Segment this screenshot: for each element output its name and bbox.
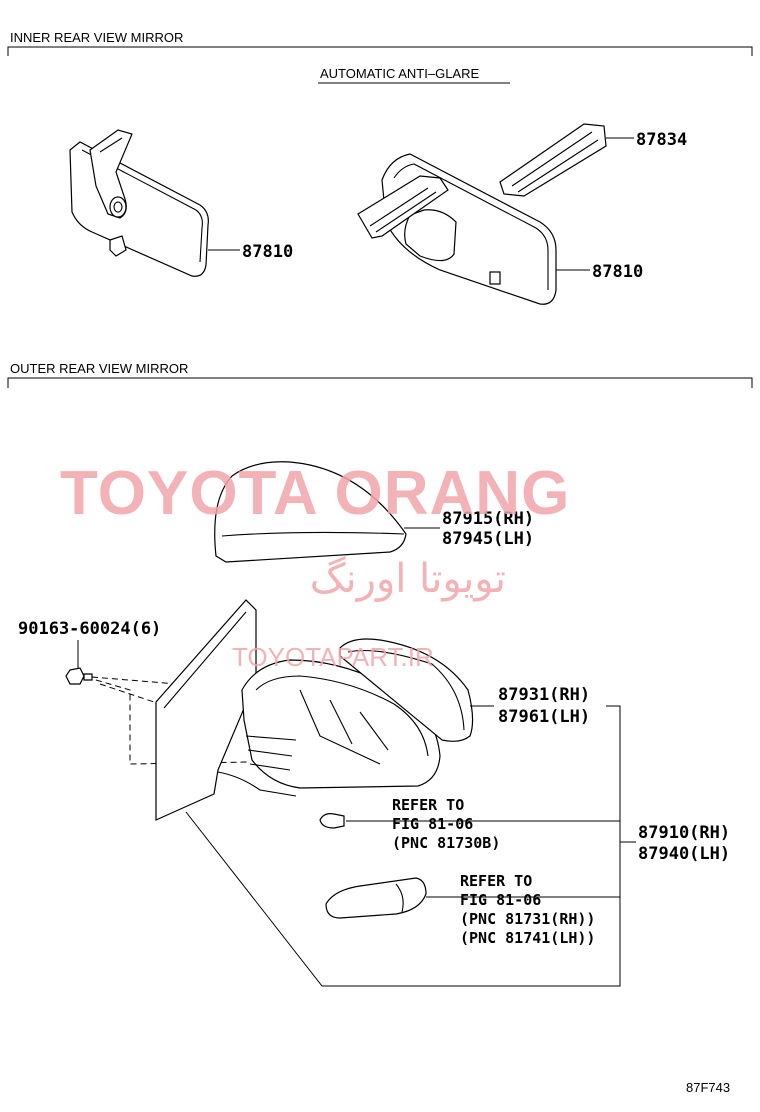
glass-inner-edge bbox=[347, 650, 465, 731]
ref1-line3: (PNC 81730B) bbox=[392, 834, 500, 852]
auto-mirror-mount bbox=[404, 209, 457, 262]
base-plate-edge bbox=[163, 611, 247, 709]
outer-section-title: OUTER REAR VIEW MIRROR bbox=[10, 361, 188, 376]
cap-crease bbox=[221, 531, 405, 537]
bulb-body bbox=[319, 813, 345, 829]
housing-motor-lines bbox=[245, 735, 297, 771]
stay-pivot-inner bbox=[113, 201, 123, 213]
screw-path-2 bbox=[95, 679, 251, 765]
watermark-persian: تویوتا اورنگ bbox=[310, 556, 506, 602]
figure-code: 87F743 bbox=[686, 1080, 730, 1095]
screw bbox=[65, 667, 93, 685]
assembly-bracket bbox=[185, 705, 621, 987]
base-plate bbox=[155, 599, 257, 821]
lamp-edge bbox=[395, 883, 404, 913]
inner-section-title: INNER REAR VIEW MIRROR bbox=[10, 30, 183, 45]
outer-mirror-glass bbox=[339, 638, 474, 742]
ref2-line4: (PNC 81741(LH)) bbox=[460, 929, 595, 947]
callout-90163: 90163-60024(6) bbox=[18, 619, 161, 639]
callout-87810-b: 87810 bbox=[592, 262, 643, 282]
ref1-line1: REFER TO bbox=[392, 796, 464, 814]
auto-mirror-sensor bbox=[489, 271, 501, 285]
callout-87961: 87961(LH) bbox=[498, 707, 590, 727]
callout-87810-a: 87810 bbox=[242, 242, 293, 262]
mirror-body bbox=[69, 141, 209, 277]
mirror-bezel-line bbox=[81, 149, 203, 263]
side-turn-lamp bbox=[325, 877, 427, 919]
stay-ribs bbox=[369, 187, 437, 233]
ref2-line2: FIG 81-06 bbox=[460, 891, 541, 909]
lamp-body bbox=[325, 877, 427, 919]
inner-section: INNER REAR VIEW MIRROR AUTOMATIC ANTI–GL… bbox=[7, 30, 753, 305]
callout-87915: 87915(RH) bbox=[442, 509, 534, 529]
side-turn-bulb bbox=[319, 813, 345, 829]
anti-glare-subtitle: AUTOMATIC ANTI–GLARE bbox=[320, 66, 479, 81]
callout-87834: 87834 bbox=[636, 130, 687, 150]
callout-87931: 87931(RH) bbox=[498, 685, 590, 705]
watermark-url: TOYOTAPART.IR bbox=[232, 642, 434, 672]
screw-head bbox=[65, 667, 85, 685]
outer-section-bracket bbox=[7, 377, 753, 388]
stay-pivot bbox=[109, 196, 127, 218]
cover-ribs bbox=[511, 131, 599, 193]
inner-mirror-standard bbox=[69, 129, 209, 277]
watermark-brand: TOYOTA ORANG bbox=[60, 459, 570, 528]
housing-inner-edge bbox=[255, 675, 429, 757]
cap-body bbox=[214, 461, 407, 563]
outer-section: OUTER REAR VIEW MIRROR 87915(RH) 87945(L… bbox=[7, 361, 753, 987]
mirror-cover bbox=[499, 123, 607, 197]
callout-87910: 87910(RH) bbox=[638, 823, 730, 843]
ref1-line2: FIG 81-06 bbox=[392, 815, 473, 833]
callout-87940: 87940(LH) bbox=[638, 844, 730, 864]
ref2-line1: REFER TO bbox=[460, 872, 532, 890]
outer-mirror-cap bbox=[214, 461, 407, 563]
housing-ribs bbox=[299, 689, 389, 765]
watermark: TOYOTA ORANG تویوتا اورنگ TOYOTAPART.IR bbox=[60, 459, 570, 672]
callout-87945: 87945(LH) bbox=[442, 529, 534, 549]
outer-mirror-base bbox=[155, 599, 257, 821]
inner-section-bracket bbox=[7, 46, 753, 56]
inner-mirror-auto bbox=[357, 153, 557, 305]
auto-mirror-stay bbox=[357, 175, 449, 239]
mirror-clip bbox=[109, 235, 127, 257]
screw-shank bbox=[83, 673, 93, 681]
auto-mirror-bezel bbox=[393, 163, 549, 290]
housing-base-edge bbox=[217, 771, 297, 797]
ref2-line3: (PNC 81731(RH)) bbox=[460, 910, 595, 928]
stay-edge bbox=[99, 137, 123, 153]
cover-body bbox=[499, 123, 607, 197]
glass-body bbox=[339, 638, 474, 742]
